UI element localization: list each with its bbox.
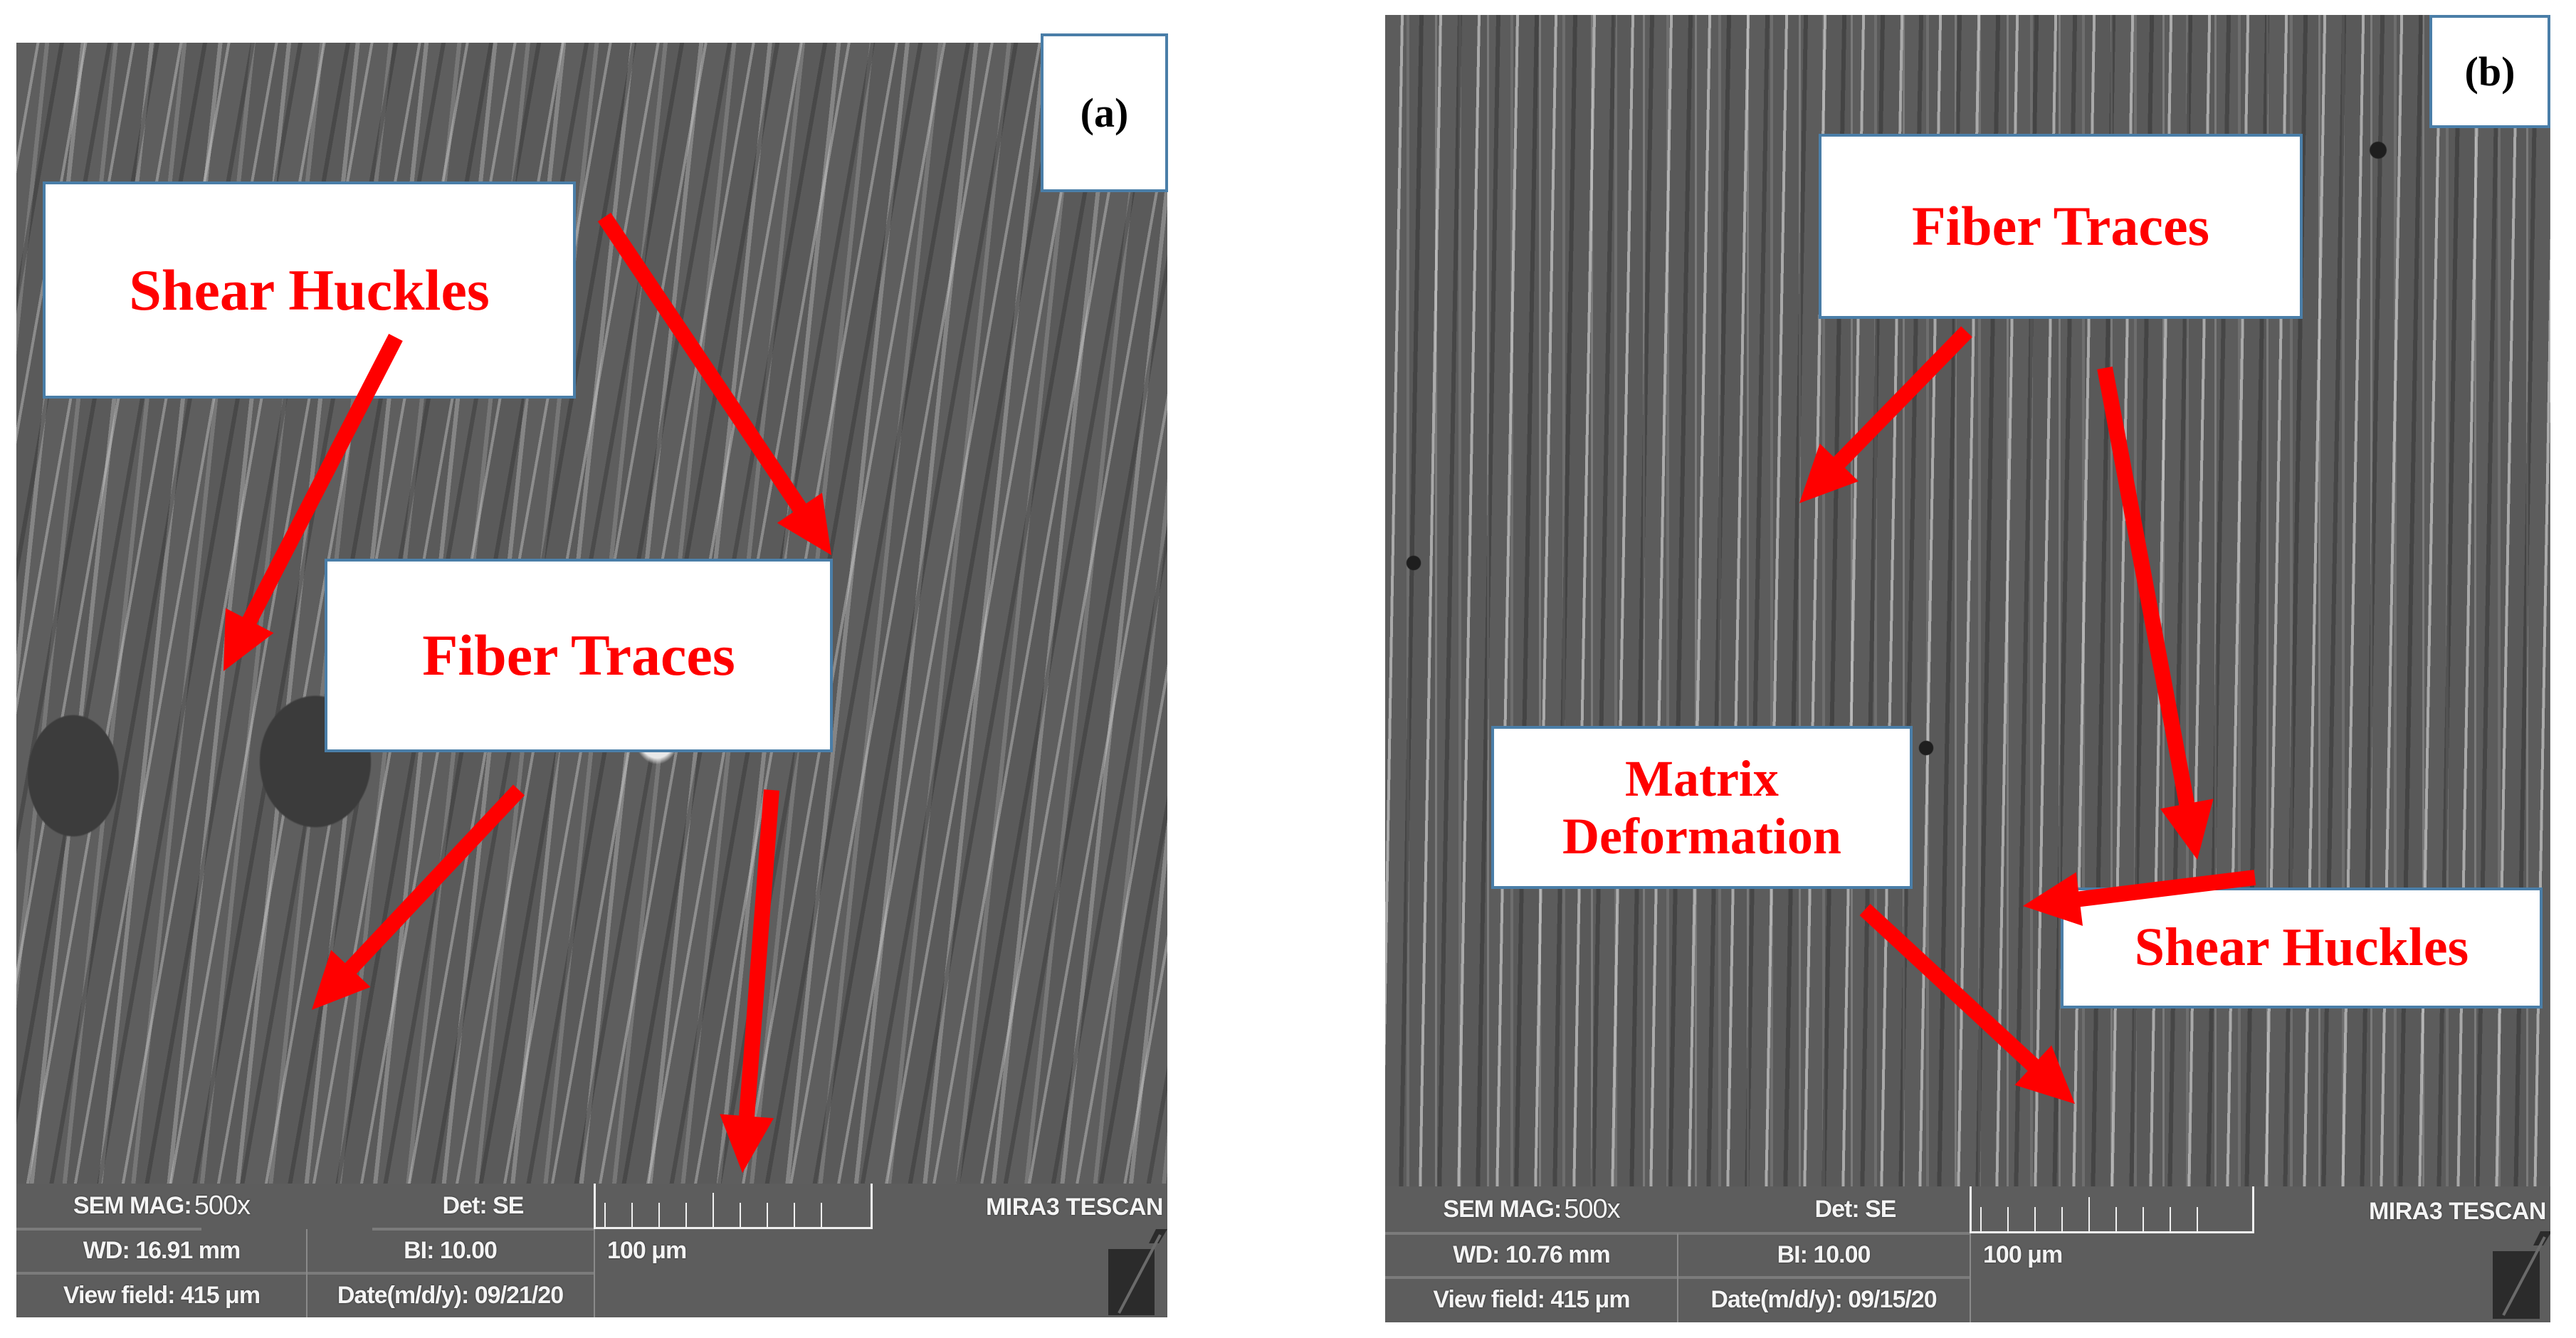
scale-label-a: 100 μm	[607, 1236, 687, 1264]
det-b: Det: SE	[1814, 1195, 1897, 1223]
sem-mag-label: SEM MAG:	[73, 1191, 192, 1219]
sem-infobar-a: SEM MAG:500x Det: SE WD: 16.91 mm BI: 10…	[16, 1184, 1167, 1317]
date-b: Date(m/d/y): 09/15/20	[1710, 1286, 1937, 1313]
tescan-logo-icon	[2493, 1231, 2550, 1319]
wd-b: WD: 10.76 mm	[1453, 1240, 1610, 1268]
brand-label-a: MIRA3 TESCAN	[985, 1194, 1164, 1221]
divider	[16, 1272, 594, 1275]
divider	[16, 1228, 201, 1231]
panel-label-b: (b)	[2429, 15, 2550, 128]
callout-fiber-traces-b: Fiber Traces	[1819, 134, 2303, 319]
tescan-logo-icon	[1108, 1229, 1167, 1315]
callout-shear-huckles-b: Shear Huckles	[2061, 887, 2543, 1008]
scale-bar-a	[594, 1184, 873, 1229]
panel-label-a: (a)	[1041, 33, 1168, 192]
bi-a: BI: 10.00	[404, 1236, 498, 1264]
scale-bar-b	[1970, 1186, 2254, 1233]
divider	[1970, 1186, 1971, 1322]
sem-mag-b: SEM MAG:500x	[1385, 1186, 1678, 1232]
divider	[372, 1228, 594, 1231]
sem-mag-value: 500x	[1564, 1194, 1620, 1224]
divider	[306, 1229, 307, 1317]
sem-infobar-b: SEM MAG:500x Det: SE WD: 10.76 mm BI: 10…	[1385, 1186, 2550, 1322]
callout-fiber-traces-a: Fiber Traces	[325, 559, 833, 752]
sem-mag-a: SEM MAG:500x	[16, 1184, 307, 1228]
scale-label-b: 100 μm	[1983, 1240, 2063, 1268]
brand-label-b: MIRA3 TESCAN	[2368, 1198, 2547, 1225]
bi-b: BI: 10.00	[1777, 1240, 1871, 1268]
wd-a: WD: 16.91 mm	[83, 1236, 241, 1264]
det-a: Det: SE	[442, 1191, 525, 1219]
callout-matrix-deformation-b: Matrix Deformation	[1491, 726, 1913, 889]
view-field-a: View field: 415 μm	[63, 1281, 261, 1309]
divider	[1677, 1233, 1678, 1322]
sem-mag-value: 500x	[194, 1190, 251, 1221]
view-field-b: View field: 415 μm	[1433, 1286, 1630, 1313]
callout-shear-huckles-a: Shear Huckles	[43, 181, 576, 399]
sem-mag-label: SEM MAG:	[1443, 1195, 1562, 1223]
divider	[594, 1184, 595, 1317]
date-a: Date(m/d/y): 09/21/20	[337, 1281, 564, 1309]
